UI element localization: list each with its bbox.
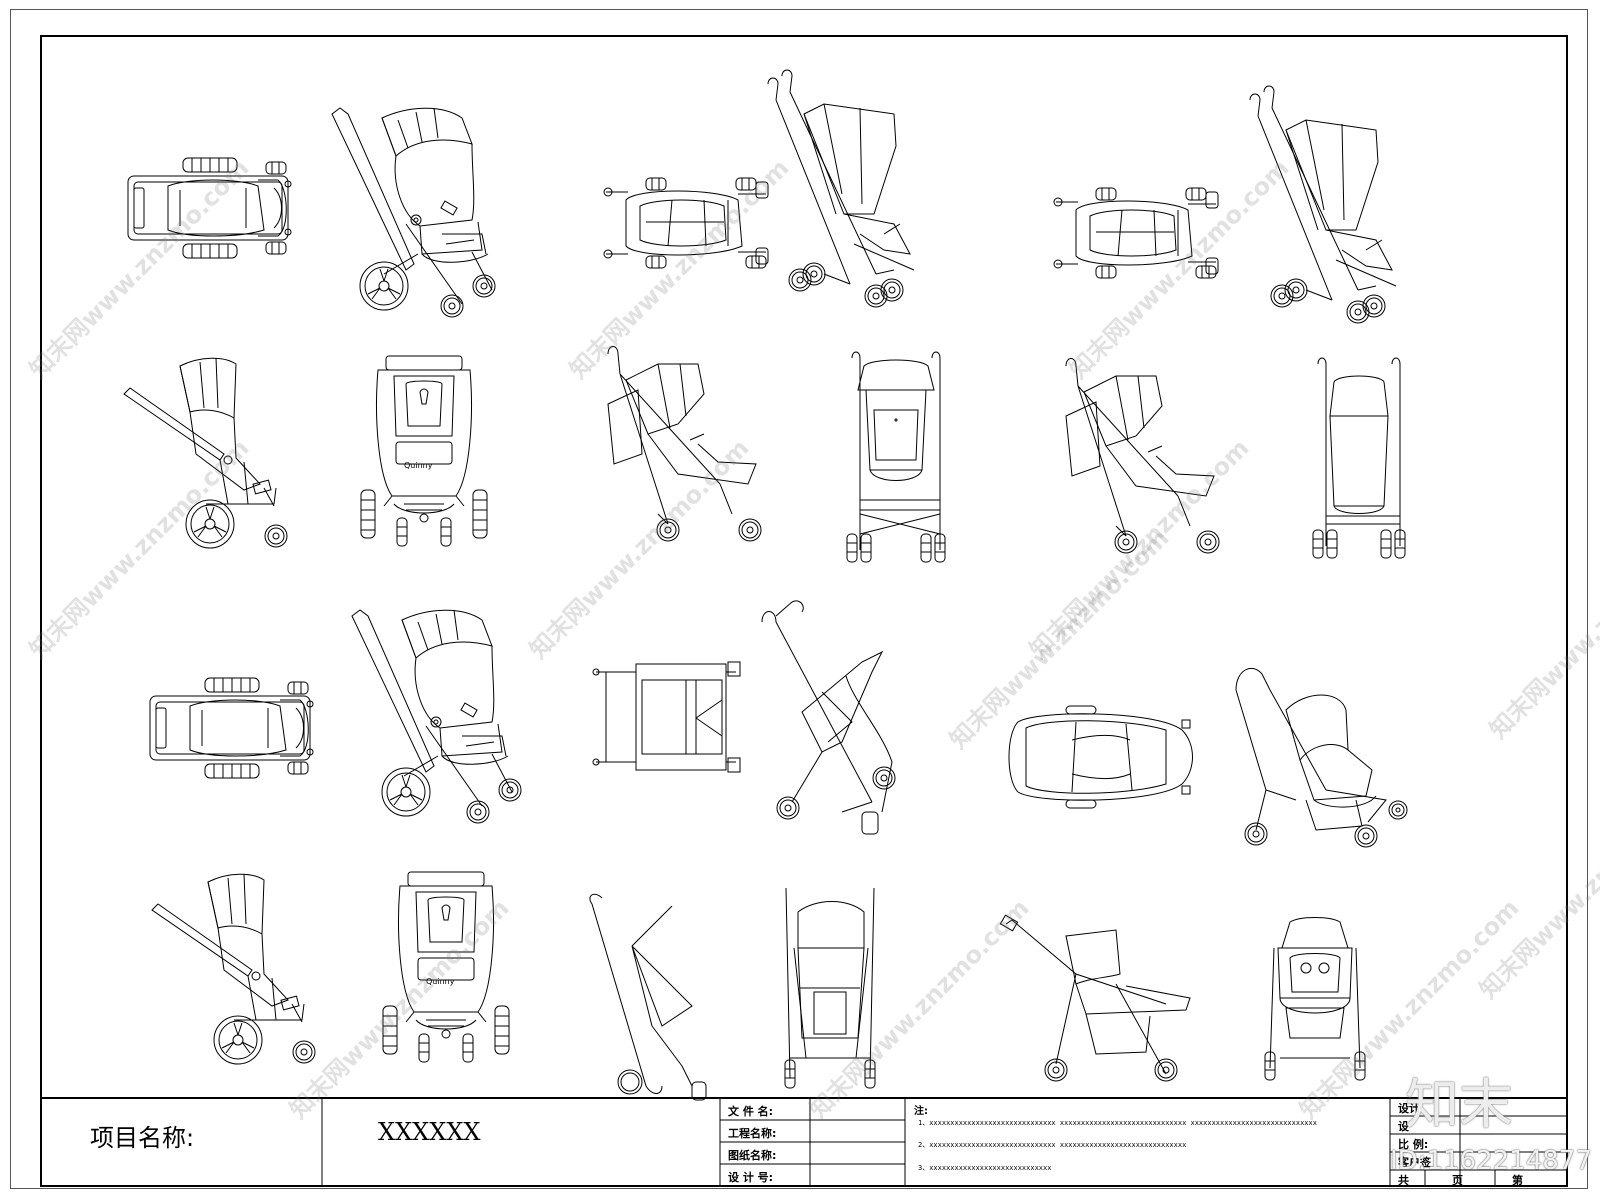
umbrella-rear-view-1 bbox=[1313, 358, 1405, 558]
field-page: 页 bbox=[1452, 1174, 1463, 1187]
modern-top-view bbox=[1008, 705, 1193, 809]
title-block: 项目名称: XXXXXX 文 件 名: 工程名称: 图纸名称: 设 计 号: 注… bbox=[40, 1098, 1568, 1187]
buggy-fold-view bbox=[589, 893, 707, 1101]
drawing-frame bbox=[40, 35, 1568, 1187]
field-design-1: 设计 bbox=[1398, 1102, 1420, 1115]
note-line-3: 3、xxxxxxxxxxxxxxxxxxxxxxxxxxxxx bbox=[918, 1164, 1052, 1172]
watermark-id: ID:1162214877 bbox=[1390, 1146, 1592, 1176]
pram-a-side-view-1 bbox=[331, 107, 496, 318]
umbrella-front-view-1 bbox=[847, 352, 945, 562]
note-line-2: 2、xxxxxxxxxxxxxxxxxxxxxxxxxxxxxx xxxxxxx… bbox=[918, 1141, 1187, 1149]
buggy-top-view bbox=[592, 661, 741, 773]
buggy-side-view bbox=[762, 601, 895, 834]
field-scale: 比 例: bbox=[1398, 1138, 1429, 1151]
field-client-sign: 客户签 bbox=[1398, 1156, 1431, 1169]
pram-a-top-view-2 bbox=[150, 678, 313, 778]
pram-a-seat-view-2 bbox=[151, 873, 316, 1065]
umbrella-side-view-2 bbox=[1250, 86, 1396, 323]
pram-a-front-view-1 bbox=[361, 356, 487, 546]
field-total: 共 bbox=[1398, 1174, 1409, 1187]
note-line-1: 1、xxxxxxxxxxxxxxxxxxxxxxxxxxxxxx xxxxxxx… bbox=[918, 1119, 1317, 1127]
field-design-number: 设 计 号: bbox=[728, 1171, 774, 1184]
notes-label: 注: bbox=[914, 1106, 928, 1117]
watermark-logo: 知末 bbox=[1405, 1073, 1513, 1136]
outer-border bbox=[10, 9, 1588, 1189]
field-sheet-no: 第 bbox=[1512, 1174, 1523, 1187]
modern-side-view bbox=[1236, 668, 1407, 847]
pram-a-side-view-2 bbox=[351, 609, 522, 824]
field-file-name: 文 件 名: bbox=[728, 1105, 774, 1118]
field-drawing-name: 图纸名称: bbox=[728, 1149, 777, 1162]
title-block-grid bbox=[40, 1097, 1568, 1187]
modern-side-view-2 bbox=[1000, 915, 1190, 1081]
field-design-2: 设 bbox=[1398, 1120, 1409, 1133]
project-name-value: XXXXXX bbox=[378, 1118, 481, 1146]
umbrella-side-view-1 bbox=[768, 70, 914, 307]
field-project-name: 工程名称: bbox=[728, 1127, 777, 1140]
project-name-label: 项目名称: bbox=[90, 1124, 195, 1152]
